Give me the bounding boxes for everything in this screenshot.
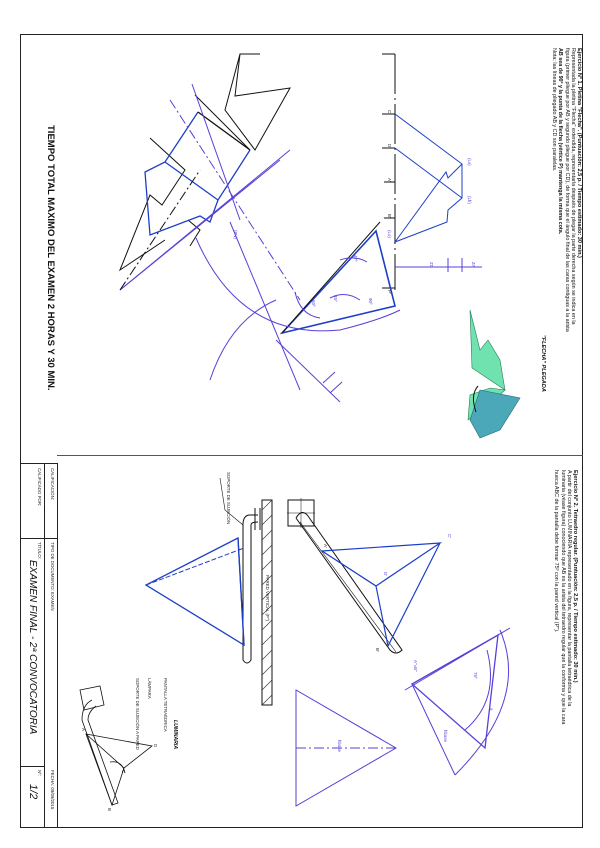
exercise2-line-1: A partir del conjunto LUMINARIA represen… (566, 470, 572, 707)
exercise1-line-2: figura (primer pliegue por AB y segundo … (563, 48, 570, 332)
exercise1-drawing (118, 53, 521, 439)
luminaria-callout-lampara: LÁMPARA (147, 678, 152, 699)
label-soporte: SOPORTE DE SUJECIÓN (226, 472, 231, 525)
exercise1-title: Ejercicio Nº 1. Pletina "Flecha". (Puntu… (576, 48, 582, 258)
label-angle-47: 47º (353, 255, 358, 262)
fecha-label: FECHA: 09/09/2015 (50, 770, 55, 810)
exercise2-drawing (79, 477, 511, 807)
label-d-plan: D' (383, 572, 388, 577)
calificacion-label: CALIFICACIÓN: (50, 468, 55, 500)
label-d: D' (387, 144, 392, 149)
label-angle-90: 90º (368, 298, 373, 305)
title-block-inner-line (44, 463, 45, 828)
label-lv: (Lv) (467, 158, 472, 166)
exercise1-line-1: Representada la pletina "Flecha" extendi… (570, 48, 576, 325)
label-zd: ZD (429, 262, 434, 268)
label-b-plan: B' (375, 648, 380, 652)
exercise-divider (57, 455, 583, 456)
label-lo: (Lo) (387, 230, 392, 238)
luminaria-callout-pantalla: PANTALLA TETRAÉDRICA (163, 678, 168, 732)
label-a-b: A''=B'' (413, 660, 418, 672)
num-label: Nº: (37, 770, 42, 776)
exercise2-line-2: luminaria (véase figura) conociendo que … (559, 470, 566, 725)
title-block-divider-1 (20, 538, 57, 539)
tipo-documento-label: TIPO DE DOCUMENTO: EXAMEN (50, 542, 55, 611)
title-block-top-line (20, 463, 57, 464)
label-hbase: hbase (443, 730, 448, 742)
label-angle-45: 45º (333, 295, 338, 302)
total-time-banner: TIEMPO TOTAL MAXIMO DEL EXAMEN 2 HORAS Y… (45, 125, 56, 391)
label-lh: (Lh) (467, 196, 472, 204)
exercise1-line-4: Nota: las líneas de pliegado AB y CD son… (550, 48, 557, 172)
title-block-right-line (57, 463, 58, 828)
exercise2-text-block: Ejercicio Nº 2. Tetraedro regular. (Punt… (553, 470, 578, 724)
title-block-divider-2 (20, 766, 44, 767)
label-pared-vertical: PARED VERTICAL (P'') (265, 575, 270, 621)
titulo-label: TÍTULO: (37, 542, 42, 559)
label-p: P' (387, 290, 392, 294)
calificado-label: CALIFICADO POR: (37, 468, 42, 507)
exercise2-title: Ejercicio Nº 2. Tetraedro regular. (Punt… (572, 470, 578, 683)
luminaria-vertex-c: C (121, 770, 126, 774)
luminaria-vertex-b: B (107, 808, 112, 811)
luminaria-vertex-a: A (81, 728, 86, 731)
label-angle-60: 60º (311, 300, 316, 307)
luminaria-title: LUMINARIA (172, 720, 178, 750)
flecha-plegada-caption: "FLECHA" PLEGADA (540, 335, 546, 392)
exercise1-text-block: Ejercicio Nº 1. Pletina "Flecha". (Puntu… (550, 48, 582, 332)
label-c-plan: C' (447, 534, 452, 539)
num-value: 1/2 (27, 784, 39, 800)
luminaria-vertex-d: D (153, 744, 158, 748)
titulo-value: EXAMEN FINAL - 2ª CONVOCATORIA (27, 560, 38, 735)
label-pv: (P'v) (233, 230, 238, 239)
label-a-plan: A' (323, 544, 328, 548)
fecha-value: 09/09/2015 (50, 787, 55, 810)
tipo-documento-value: EXAMEN (50, 591, 55, 611)
label-b: B' (387, 214, 392, 218)
luminaria-callout-soporte: SOPORTE DE SUJECIÓN A PARED (135, 678, 140, 750)
sheet-frame (20, 34, 583, 828)
label-a-side: a (489, 708, 494, 711)
label-angle-75: 75º (473, 672, 478, 679)
label-hbase-ref: hbase (337, 740, 342, 752)
label-za: ZA (471, 262, 476, 268)
label-a: A' (387, 178, 392, 182)
label-c: C' (387, 110, 392, 115)
